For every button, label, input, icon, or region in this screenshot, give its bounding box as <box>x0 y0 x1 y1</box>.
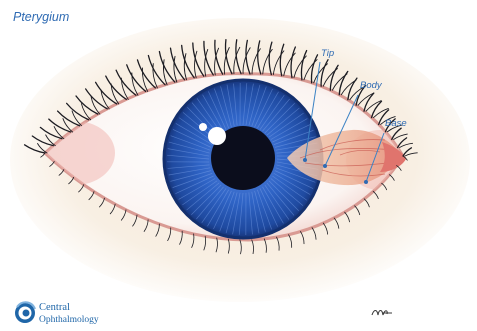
highlight-small <box>199 123 207 131</box>
label-base: Base <box>385 118 407 129</box>
logo-line1: Central <box>39 302 70 313</box>
label-body: Body <box>360 80 383 91</box>
spiral-eye-icon <box>15 302 35 323</box>
label-tip: Tip <box>321 48 334 59</box>
tip-marker <box>303 158 307 162</box>
base-marker <box>364 180 368 184</box>
highlight-large <box>208 127 226 145</box>
body-marker <box>323 164 327 168</box>
logo-line2: Ophthalmology <box>39 315 99 325</box>
diagram-title: Pterygium <box>13 10 69 24</box>
logo: Central Ophthalmology <box>15 302 99 325</box>
artist-signature <box>372 311 392 316</box>
